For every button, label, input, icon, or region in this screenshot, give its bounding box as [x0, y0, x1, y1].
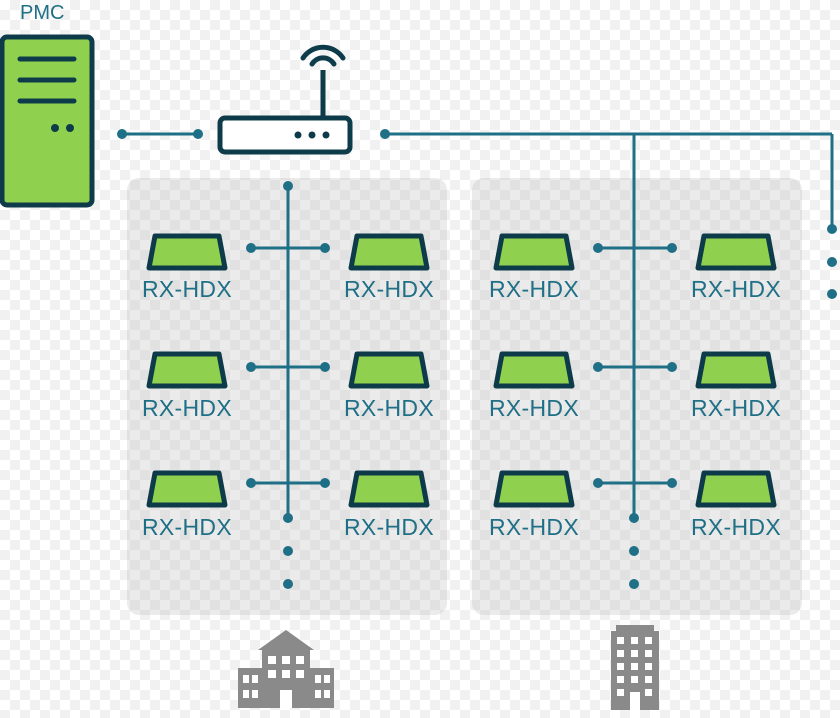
receiver-label: RX-HDX [489, 395, 579, 421]
receiver-label: RX-HDX [691, 514, 781, 540]
receiver-label: RX-HDX [142, 514, 232, 540]
tower-building-icon [611, 625, 659, 710]
receiver-device-icon [496, 473, 572, 505]
receiver-device-icon [496, 354, 572, 386]
receiver-label: RX-HDX [344, 276, 434, 302]
receiver-device-icon [698, 354, 774, 386]
server-router-link [117, 129, 203, 139]
pmc-label: PMC [20, 2, 65, 24]
receiver-device-icon [351, 354, 427, 386]
receiver-label: RX-HDX [344, 395, 434, 421]
building-a-backbone [246, 181, 330, 589]
receiver-label: RX-HDX [344, 514, 434, 540]
receiver-device-icon [351, 236, 427, 268]
receiver-label: RX-HDX [691, 395, 781, 421]
building-b-backbone [593, 134, 677, 589]
receiver-device-icon [149, 473, 225, 505]
server-tower-icon [0, 34, 95, 208]
receiver-label: RX-HDX [489, 276, 579, 302]
receiver-device-icon [351, 473, 427, 505]
wifi-router-icon [217, 44, 353, 155]
receiver-label: RX-HDX [489, 514, 579, 540]
receiver-label: RX-HDX [691, 276, 781, 302]
receiver-device-icon [149, 354, 225, 386]
receiver-label: RX-HDX [142, 276, 232, 302]
receiver-device-icon [149, 236, 225, 268]
receiver-device-icon [698, 236, 774, 268]
main-bus [380, 129, 837, 299]
receiver-label: RX-HDX [142, 395, 232, 421]
receiver-device-icon [698, 473, 774, 505]
office-building-icon [238, 630, 334, 708]
receiver-device-icon [496, 236, 572, 268]
